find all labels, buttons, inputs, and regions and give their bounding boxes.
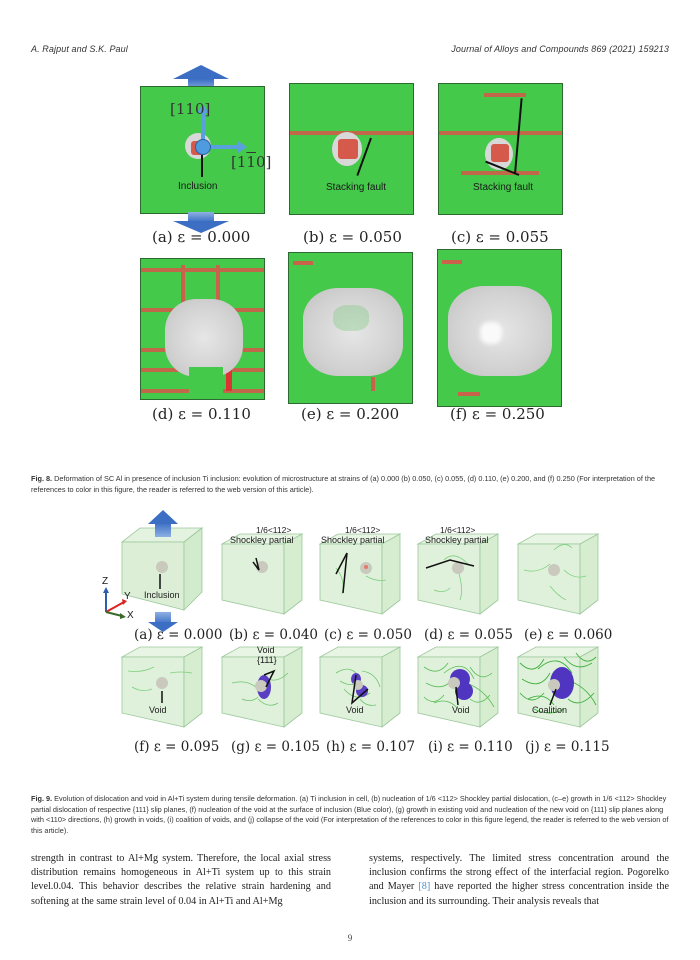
label-coalition: Coalition (532, 705, 568, 715)
figure-8-caption: Fig. 8. Deformation of SC Al in presence… (31, 474, 669, 495)
fig9-caption-f: (f) ε = 0.095 (134, 739, 220, 755)
triad-x-label: X (127, 610, 134, 621)
label-void: Void (346, 705, 364, 715)
label-inclusion: Inclusion (178, 181, 218, 192)
fig9-caption-d: (d) ε = 0.055 (424, 627, 514, 643)
load-arrow-down-stem (188, 212, 214, 222)
fig8-caption-text: Deformation of SC Al in presence of incl… (31, 474, 656, 494)
body-text: systems, respectively. The limited stres… (369, 853, 669, 893)
body-text-left-column: strength in contrast to Al+Mg system. Th… (31, 853, 331, 907)
label-shockley-partial: Shockley partial (230, 535, 294, 545)
fig9-cube-f (120, 646, 204, 728)
load-arrow-up-stem (155, 523, 171, 537)
running-header-journal: Journal of Alloys and Compounds 869 (202… (451, 44, 669, 54)
fig8-label: Fig. 8. (31, 474, 53, 483)
fig9-caption-a: (a) ε = 0.000 (134, 627, 223, 643)
label-void: Void (149, 705, 167, 715)
fig9-caption-h: (h) ε = 0.107 (326, 739, 416, 755)
fig9-caption-i: (i) ε = 0.110 (428, 739, 513, 755)
blue-axis-vertical (201, 111, 205, 147)
fig9-caption-text: Evolution of dislocation and void in Al+… (31, 794, 669, 835)
fig9-cube-g (220, 646, 304, 728)
page-number: 9 (347, 933, 353, 943)
fig9-cube-h (318, 646, 402, 728)
triad-y-label: Y (124, 591, 131, 602)
body-text-right-column: systems, respectively. The limited stres… (369, 852, 669, 909)
load-arrow-up-icon (148, 510, 178, 524)
citation-link[interactable]: [8] (418, 881, 431, 893)
label-void: Void (452, 705, 470, 715)
fig9-cube-e (516, 533, 600, 615)
label-void: Void (257, 645, 275, 655)
fig9-label: Fig. 9. (31, 794, 53, 803)
fig9-caption-e: (e) ε = 0.060 (524, 627, 613, 643)
fig8-caption-e: (e) ε = 0.200 (301, 405, 400, 423)
label-burgers-vector: 1/6<112> (440, 525, 476, 535)
fig9-cube-d (416, 533, 500, 615)
fig9-cube-a (120, 527, 204, 611)
triad-z-label: Z (102, 576, 109, 587)
axis-label-110: [110] (170, 100, 211, 118)
label-stacking-fault: Stacking fault (326, 182, 387, 193)
fig8-panel-c: Stacking fault (438, 83, 563, 215)
label-burgers-vector: 1/6<112> (256, 525, 292, 535)
fig8-panel-d (140, 258, 265, 400)
fig9-caption-g: (g) ε = 0.105 (231, 739, 321, 755)
load-arrow-up-icon (173, 65, 229, 79)
label-stacking-fault: Stacking fault (473, 182, 534, 193)
fig8-caption-a: (a) ε = 0.000 (152, 228, 251, 246)
axis-label-1bar10: [110] (231, 153, 272, 171)
load-arrow-down-icon (173, 221, 229, 233)
fig8-caption-c: (c) ε = 0.055 (451, 228, 549, 246)
fig8-caption-b: (b) ε = 0.050 (303, 228, 402, 246)
fig9-cube-j (516, 646, 600, 728)
inclusion-marker (195, 139, 211, 155)
body-text: have reported the higher stress concentr… (369, 881, 669, 907)
fig8-caption-d: (d) ε = 0.110 (152, 405, 251, 423)
label-plane-111: {111} (257, 655, 277, 665)
fig9-cube-c (318, 533, 402, 615)
fig9-caption-b: (b) ε = 0.040 (229, 627, 319, 643)
figure-9-caption: Fig. 9. Evolution of dislocation and voi… (31, 794, 669, 836)
fig8-caption-f: (f) ε = 0.250 (450, 405, 545, 423)
fig8-panel-b: Stacking fault (289, 83, 414, 215)
load-arrow-down-stem (155, 612, 171, 624)
running-header-authors: A. Rajput and S.K. Paul (31, 44, 128, 54)
blue-axis-horizontal (203, 145, 241, 149)
fig8-panel-a: Inclusion (140, 86, 265, 214)
label-inclusion: Inclusion (144, 590, 180, 600)
fig8-panel-e (288, 252, 413, 404)
fig9-cube-i (416, 646, 500, 728)
fig9-caption-c: (c) ε = 0.050 (324, 627, 412, 643)
label-shockley-partial: Shockley partial (425, 535, 489, 545)
fig9-caption-j: (j) ε = 0.115 (525, 739, 610, 755)
label-shockley-partial: Shockley partial (321, 535, 385, 545)
label-burgers-vector: 1/6<112> (345, 525, 381, 535)
fig9-cube-b (220, 533, 304, 615)
load-arrow-down-icon (148, 622, 178, 632)
fig8-panel-f (437, 249, 562, 407)
axis-triad-icon (103, 587, 127, 619)
